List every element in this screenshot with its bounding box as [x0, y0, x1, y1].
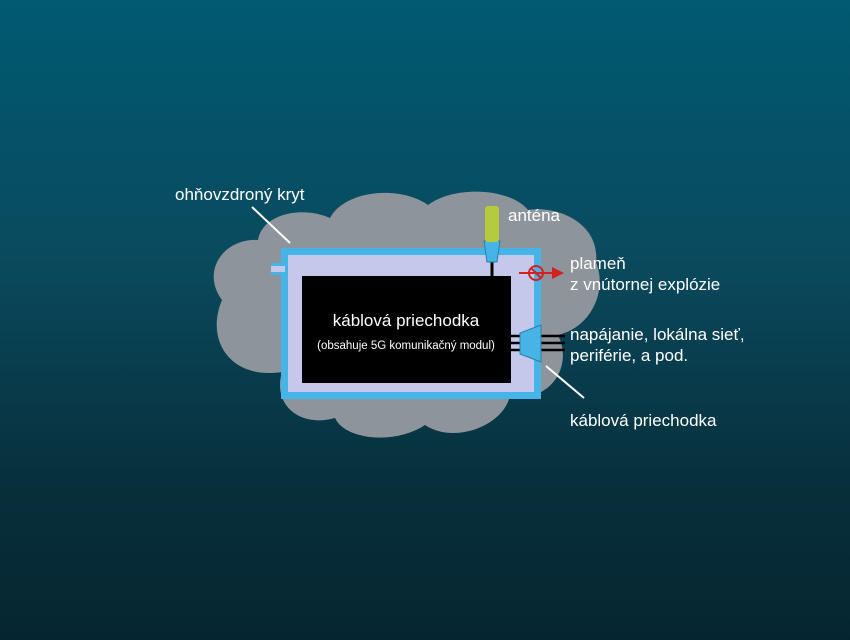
label-antenna: anténa — [508, 206, 560, 225]
module-box-title: káblová priechodka — [332, 311, 480, 330]
label-flame-line1: plameň — [570, 254, 626, 273]
cable-gland-icon — [511, 324, 565, 363]
module-box-subtitle: (obsahuje 5G komunikačný modul) — [317, 340, 495, 352]
no-flame-icon — [519, 265, 564, 281]
label-power-line2: periférie, a pod. — [570, 346, 689, 365]
label-flame-line2: z vnútornej explózie — [570, 275, 721, 294]
leader-line-gland — [545, 365, 585, 399]
module-box — [302, 276, 511, 383]
label-power-line1: napájanie, lokálna sieť, — [570, 325, 745, 344]
leader-line-enclosure — [251, 206, 291, 244]
antenna-icon — [483, 206, 501, 277]
label-gland-bottom: káblová priechodka — [570, 411, 717, 430]
label-enclosure: ohňovzdroný kryt — [175, 185, 305, 204]
enclosure-flange-inner — [271, 266, 285, 272]
